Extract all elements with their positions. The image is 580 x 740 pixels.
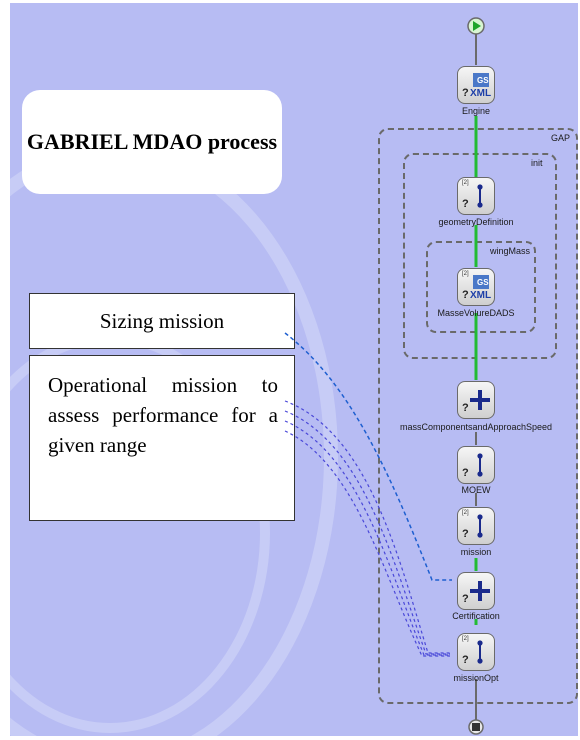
svg-text:GS: GS: [477, 278, 489, 287]
title-card: GABRIEL MDAO process: [22, 90, 282, 194]
plus-icon: [469, 386, 491, 414]
group-tag-icon: [2]: [462, 636, 469, 642]
node-mission-opt[interactable]: [2] ?: [457, 633, 495, 671]
node-label: geometryDefinition: [438, 217, 514, 227]
node-masse-volure-dads[interactable]: [2] ? GS XML: [457, 268, 495, 306]
svg-text:GS: GS: [477, 76, 489, 85]
svg-text:XML: XML: [470, 88, 491, 98]
sequence-icon: [469, 512, 491, 540]
node-mission[interactable]: [2] ?: [457, 507, 495, 545]
node-geometry-definition[interactable]: [2] ?: [457, 177, 495, 215]
node-label: MasseVolureDADS: [437, 308, 515, 318]
group-wingmass[interactable]: [426, 241, 536, 333]
node-mass-components[interactable]: ?: [457, 381, 495, 419]
xml-icon: GS XML: [469, 71, 491, 99]
group-gap-label: GAP: [551, 133, 571, 143]
group-tag-icon: [2]: [462, 180, 469, 186]
help-icon: ?: [462, 654, 469, 666]
sizing-mission-text: Sizing mission: [99, 308, 225, 333]
sizing-link: [284, 332, 452, 581]
node-moew[interactable]: ?: [457, 446, 495, 484]
node-certification[interactable]: ?: [457, 572, 495, 610]
diagram-canvas: GABRIEL MDAO process Sizing mission Oper…: [10, 3, 578, 736]
connector-layer: [284, 17, 485, 735]
node-label: mission: [460, 547, 492, 557]
sequence-icon: [469, 451, 491, 479]
operational-link: [284, 420, 450, 656]
sizing-mission-callout: Sizing mission: [29, 293, 295, 349]
operational-link: [284, 430, 450, 657]
group-init[interactable]: [403, 153, 557, 359]
group-tag-icon: [2]: [462, 271, 469, 277]
help-icon: ?: [462, 198, 469, 210]
node-engine[interactable]: ? GS XML: [457, 66, 495, 104]
xml-icon: GS XML: [469, 273, 491, 301]
sequence-icon: [469, 182, 491, 210]
plus-icon: [469, 577, 491, 605]
operational-link: [284, 400, 450, 654]
group-init-label: init: [531, 158, 543, 168]
node-label: massComponentsandApproachSpeed: [399, 422, 553, 432]
group-wingmass-label: wingMass: [490, 246, 531, 256]
node-label: Engine: [461, 106, 491, 116]
node-label: MOEW: [461, 485, 491, 495]
node-label: missionOpt: [453, 673, 499, 683]
operational-link: [284, 410, 450, 655]
help-icon: ?: [462, 528, 469, 540]
group-tag-icon: [2]: [462, 510, 469, 516]
help-icon: ?: [462, 87, 469, 99]
sequence-icon: [469, 638, 491, 666]
diagram-title: GABRIEL MDAO process: [26, 129, 278, 154]
node-label: Certification: [452, 611, 500, 621]
start-play-icon: [473, 21, 481, 31]
svg-text:XML: XML: [470, 290, 491, 300]
group-gap[interactable]: [378, 128, 578, 704]
help-icon: ?: [462, 402, 469, 414]
end-stop-icon: [472, 723, 480, 731]
operational-mission-text: Operational mission to assess performanc…: [48, 373, 278, 457]
operational-mission-callout: Operational mission to assess performanc…: [29, 355, 295, 521]
help-icon: ?: [462, 289, 469, 301]
help-icon: ?: [462, 593, 469, 605]
help-icon: ?: [462, 467, 469, 479]
